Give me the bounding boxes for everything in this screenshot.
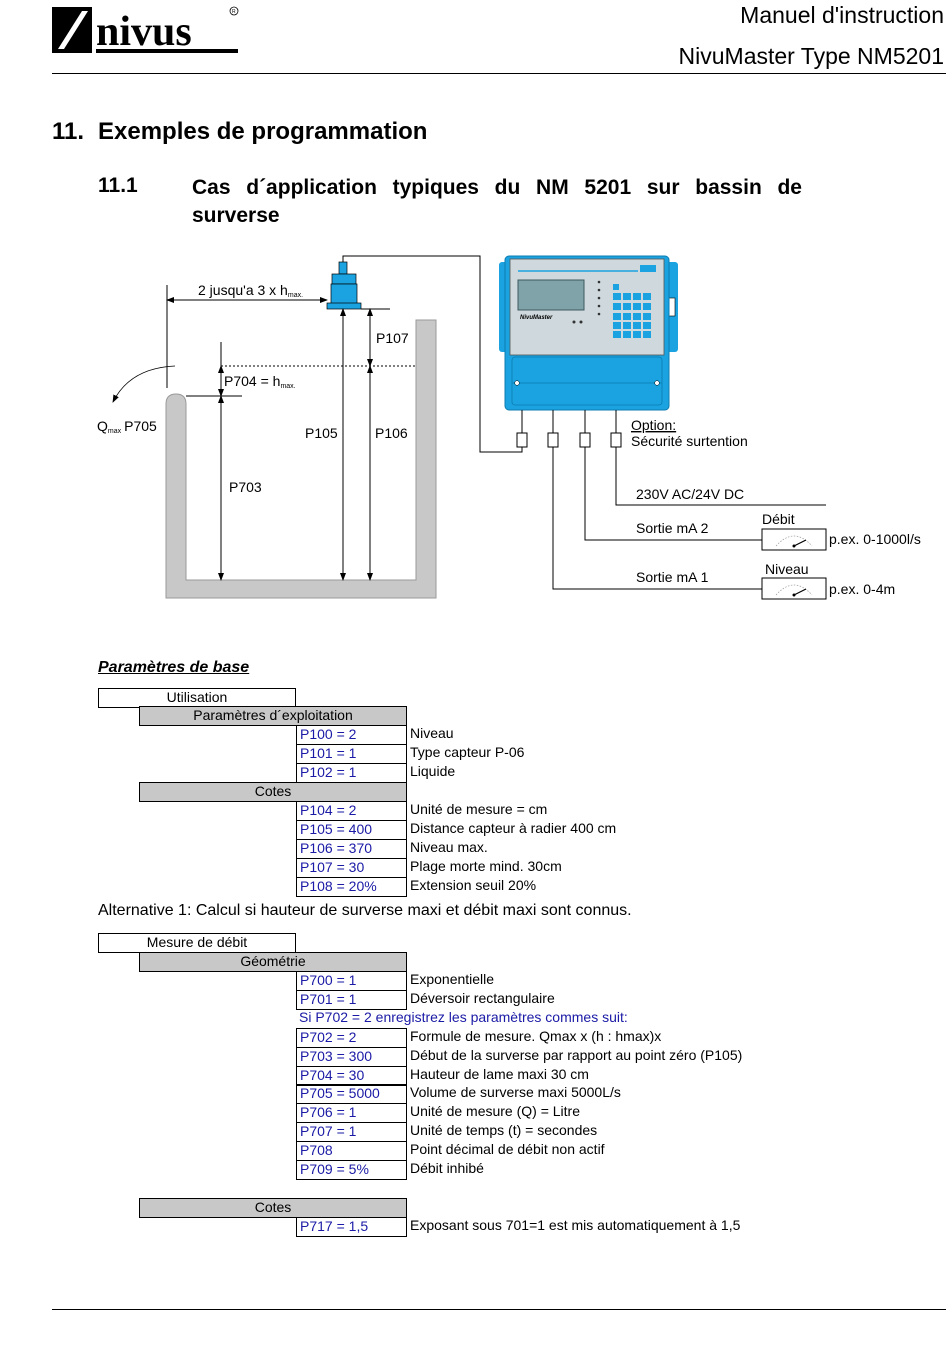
terminals	[516, 410, 622, 448]
power-label: 230V AC/24V DC	[636, 486, 744, 502]
header-divider	[52, 73, 946, 74]
svg-text:R: R	[232, 9, 236, 15]
param-code: P104 = 2	[296, 801, 407, 821]
param-desc: Unité de temps (t) = secondes	[410, 1122, 598, 1138]
param-desc: Unité de mesure (Q) = Litre	[410, 1103, 581, 1119]
alternative-text: Alternative 1: Calcul si hauteur de surv…	[98, 902, 632, 919]
param-code: P102 = 1	[296, 763, 407, 783]
svg-text:P704 = hmax.: P704 = hmax.	[224, 373, 296, 390]
level-meter-icon	[761, 577, 827, 600]
param-code: P702 = 2	[296, 1028, 407, 1048]
param-code: P709 = 5%	[296, 1160, 407, 1180]
param-desc: Débit inhibé	[410, 1160, 484, 1176]
label-p107: P107	[376, 330, 409, 346]
param-desc: Hauteur de lame maxi 30 cm	[410, 1066, 589, 1082]
label-p106: P106	[375, 425, 408, 441]
param-code: P106 = 370	[296, 839, 407, 859]
param-code: P701 = 1	[296, 990, 407, 1010]
output1-meter-label: Niveau	[765, 561, 809, 577]
option-text: Sécurité surtention	[631, 433, 748, 449]
subsection-number: 11.1	[98, 174, 138, 197]
param-desc: Début de la surverse par rapport au poin…	[410, 1047, 743, 1063]
param-desc: Plage morte mind. 30cm	[410, 858, 562, 874]
section-title-text: Exemples de programmation	[98, 118, 428, 145]
param-code: P100 = 2	[296, 725, 407, 745]
output1-range: p.ex. 0-4m	[829, 581, 895, 597]
param-code: P105 = 400	[296, 820, 407, 840]
output2-range: p.ex. 0-1000l/s	[829, 531, 921, 547]
nivumaster-device: NivuMaster	[499, 255, 678, 411]
footer-divider	[52, 1309, 946, 1310]
param-desc: Distance capteur à radier 400 cm	[410, 820, 617, 836]
param-desc: Type capteur P-06	[410, 744, 525, 760]
svg-text:2 jusqu'a 3 x hmax.: 2 jusqu'a 3 x hmax.	[198, 282, 303, 299]
param-code: P704 = 30	[296, 1066, 407, 1086]
header-title: Manuel d'instruction	[740, 2, 944, 28]
header-subtitle: NivuMaster Type NM5201	[678, 43, 944, 69]
param-desc: Formule de mesure. Qmax x (h : hmax)x	[410, 1028, 662, 1044]
param-code: P706 = 1	[296, 1103, 407, 1123]
param-desc: Unité de mesure = cm	[410, 801, 548, 817]
output1-label: Sortie mA 1	[636, 569, 709, 585]
svg-text:NivuMaster: NivuMaster	[520, 315, 553, 321]
param-desc: Déversoir rectangulaire	[410, 990, 555, 1006]
group-cotes-2: Cotes	[139, 1198, 407, 1218]
logo-text: nivus	[96, 9, 192, 55]
param-note: Si P702 = 2 enregistrez les paramètres c…	[299, 1009, 628, 1025]
param-code: P703 = 300	[296, 1047, 407, 1067]
param-code: P707 = 1	[296, 1122, 407, 1142]
param-desc: Extension seuil 20%	[410, 877, 537, 893]
param-desc: Liquide	[410, 763, 456, 779]
param-desc: Exposant sous 701=1 est mis automatiquem…	[410, 1217, 741, 1233]
param-desc: Volume de surverse maxi 5000L/s	[410, 1084, 621, 1100]
flow-meter-icon	[761, 528, 827, 551]
output2-label: Sortie mA 2	[636, 520, 709, 536]
param-code: P108 = 20%	[296, 877, 407, 897]
param-code: P717 = 1,5	[296, 1217, 407, 1237]
label-p105: P105	[305, 425, 338, 441]
menu-mesure-debit: Mesure de débit	[98, 933, 296, 953]
section-number: 11.	[52, 118, 85, 145]
group-exploitation: Paramètres d´exploitation	[139, 706, 407, 726]
group-cotes: Cotes	[139, 782, 407, 802]
param-desc: Exponentielle	[410, 971, 495, 987]
subsection-title: Cas d´application typiques du NM 5201 su…	[192, 176, 802, 227]
basin	[165, 319, 437, 599]
installation-diagram: 2 jusqu'a 3 x hmax. P107 P704 = hmax. Qm…	[97, 255, 921, 600]
param-code: P705 = 5000	[296, 1084, 407, 1104]
param-code: P700 = 1	[296, 971, 407, 991]
param-code: P708	[296, 1141, 407, 1161]
params-heading: Paramètres de base	[98, 659, 250, 676]
output2-meter-label: Débit	[762, 511, 795, 527]
ultrasonic-sensor-icon	[326, 261, 362, 310]
param-desc: Niveau	[410, 725, 454, 741]
param-desc: Point décimal de débit non actif	[410, 1141, 605, 1157]
group-geometrie: Géométrie	[139, 952, 407, 972]
param-code: P107 = 30	[296, 858, 407, 878]
option-title: Option:	[631, 417, 676, 433]
nivus-logo: nivus R	[52, 6, 239, 55]
label-p703: P703	[229, 479, 262, 495]
param-desc: Niveau max.	[410, 839, 488, 855]
menu-utilisation: Utilisation	[98, 688, 296, 708]
param-code: P101 = 1	[296, 744, 407, 764]
